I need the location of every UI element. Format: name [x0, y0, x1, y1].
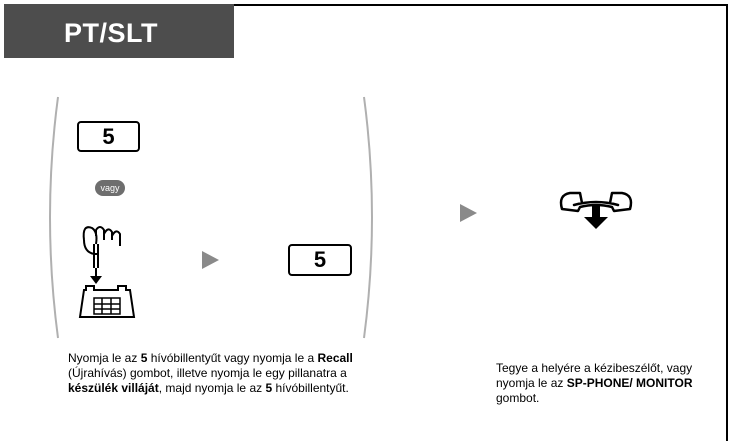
dial-key-5-bottom: 5	[288, 244, 352, 276]
or-badge: vagy	[95, 180, 125, 196]
desc-text: hívóbillentyűt vagy nyomja le a	[147, 351, 318, 365]
desc-bold: 5	[265, 381, 273, 395]
right-bracket-icon	[363, 96, 373, 339]
desc-text: gombot.	[496, 391, 540, 405]
procedure-frame	[4, 4, 728, 441]
desc-text: (Újrahívás) gombot, illetve nyomja le eg…	[68, 366, 347, 380]
desc-bold: 5	[140, 351, 148, 365]
phone-type-label: PT/SLT	[64, 18, 158, 48]
desc-text: Tegye a helyére a kézibeszélőt, vagy nyo…	[496, 361, 693, 390]
dial-key-label: 5	[102, 124, 115, 149]
phone-type-tab: PT/SLT	[4, 4, 234, 58]
desc-bold: SP-PHONE/ MONITOR	[566, 376, 693, 390]
dial-key-label: 5	[313, 247, 327, 272]
left-step-description: Nyomja le az 5 hívóbillentyűt vagy nyomj…	[68, 351, 388, 396]
desc-bold: Recall	[317, 351, 353, 365]
desc-text: Nyomja le az	[68, 351, 141, 365]
handset-on-hook-icon	[559, 191, 633, 229]
hand-pressing-hookswitch-icon	[78, 226, 136, 318]
desc-text: , majd nyomja le az	[158, 381, 266, 395]
dial-key-5-top: 5	[77, 121, 140, 152]
desc-text: hívóbillentyűt.	[272, 381, 349, 395]
right-step-description: Tegye a helyére a kézibeszélőt, vagy nyo…	[496, 361, 696, 406]
arrow-icon	[460, 204, 477, 222]
arrow-icon	[202, 251, 219, 269]
desc-bold: készülék villáját	[68, 381, 159, 395]
left-bracket-icon	[49, 96, 59, 339]
